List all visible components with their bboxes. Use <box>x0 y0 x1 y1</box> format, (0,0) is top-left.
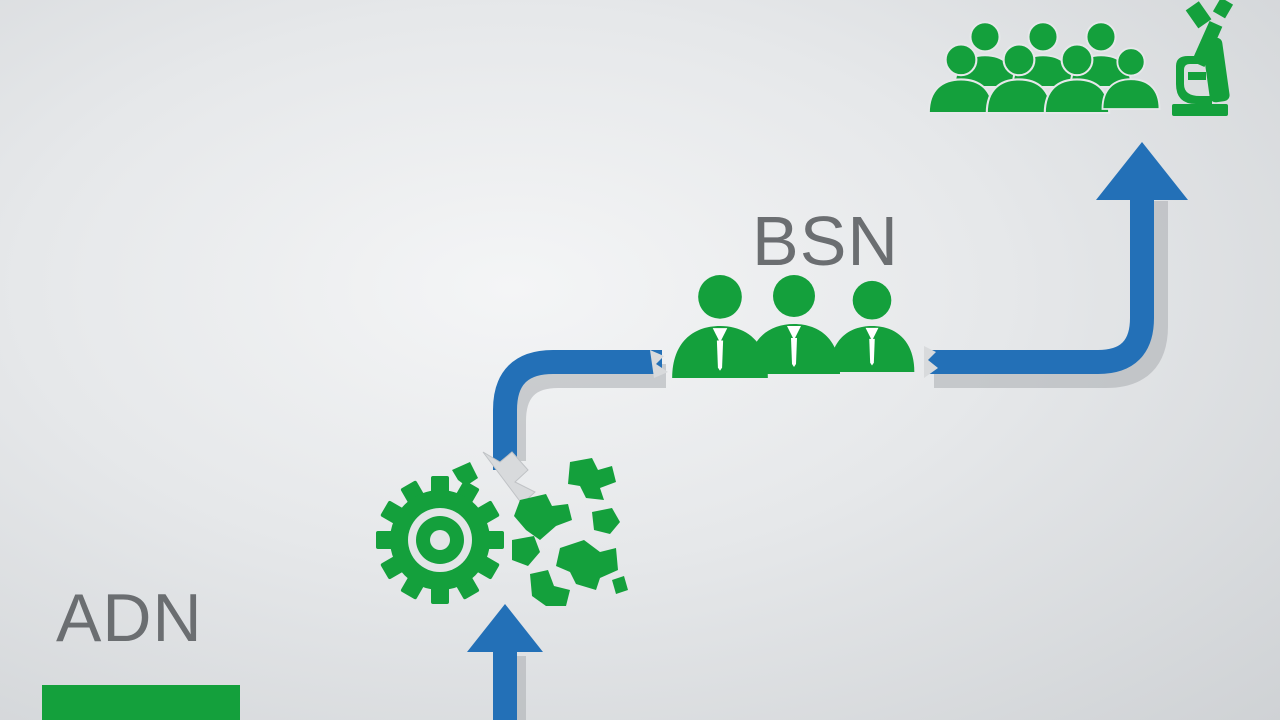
adn-base-block <box>42 685 240 720</box>
large-group-icon <box>927 21 1161 115</box>
gear-icon <box>376 476 504 604</box>
microscope-icon <box>1172 0 1234 116</box>
broken-puzzle-icon <box>452 458 628 606</box>
path-crack-left <box>650 350 668 378</box>
path-crack-right <box>924 346 938 378</box>
path-crack-gear <box>482 451 536 505</box>
path-arrow-upper <box>1096 142 1188 200</box>
path-segment-middle <box>493 350 662 470</box>
people-team-icon <box>672 275 915 378</box>
stage-label-adn: ADN <box>56 580 203 656</box>
stage-label-bsn: BSN <box>752 202 899 280</box>
path-arrow-lower <box>467 604 543 652</box>
path-shadow <box>502 201 1168 720</box>
path-segment-upper <box>926 196 1154 374</box>
